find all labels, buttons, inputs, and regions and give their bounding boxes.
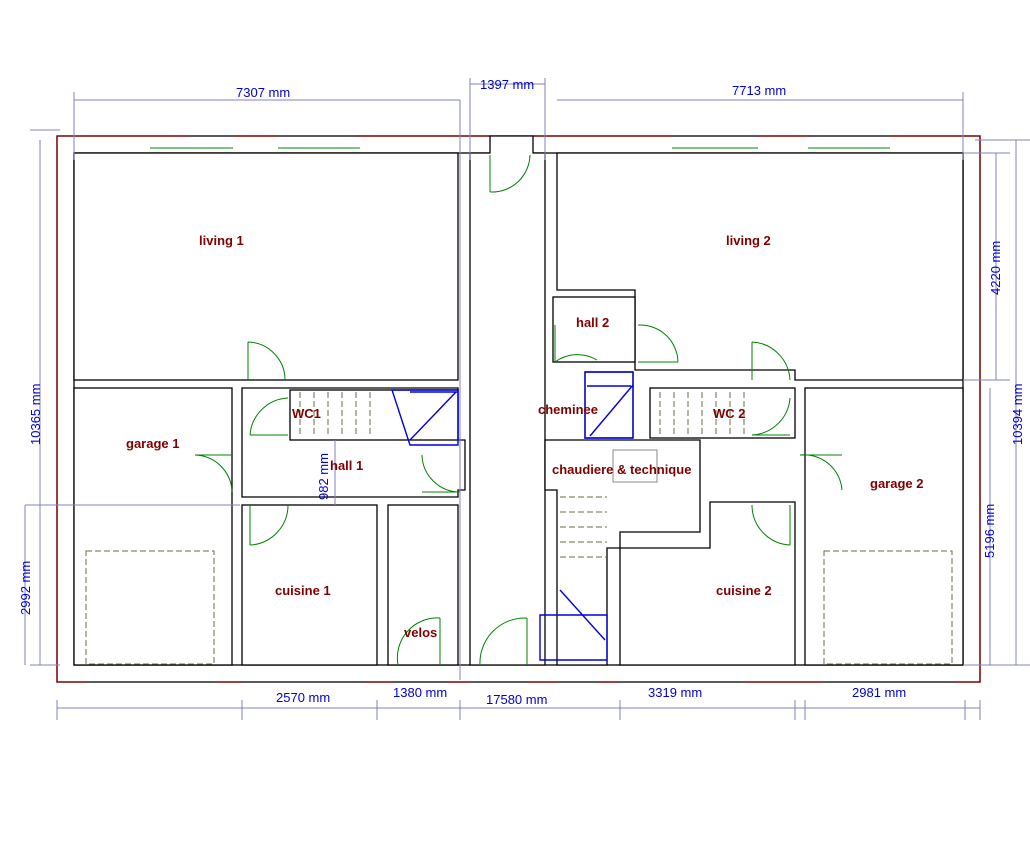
central-corridor [469, 135, 546, 666]
dim-top-right: 7713 mm [732, 83, 786, 98]
cuisine-1-room [241, 504, 378, 666]
label-living-2: living 2 [726, 233, 771, 248]
label-cuisine-2: cuisine 2 [716, 583, 772, 598]
label-wc-2: WC 2 [713, 406, 746, 421]
rooms [73, 135, 964, 666]
dim-right-lower: 5196 mm [982, 504, 997, 558]
garage-2-room [804, 387, 964, 666]
label-living-1: living 1 [199, 233, 244, 248]
label-hall-1: hall 1 [330, 458, 363, 473]
dim-bottom-velos: 1380 mm [393, 685, 447, 700]
cuisine-2-room [619, 501, 796, 666]
dim-right-total: 10394 mm [1010, 384, 1025, 445]
windows [88, 147, 952, 665]
label-cuisine-1: cuisine 1 [275, 583, 331, 598]
label-wc1: WC1 [292, 406, 321, 421]
car-space-2 [823, 550, 953, 665]
label-hall-2: hall 2 [576, 315, 609, 330]
dim-top-left: 7307 mm [236, 85, 290, 100]
dim-bottom-total: 17580 mm [486, 692, 547, 707]
living-1-room [73, 152, 459, 381]
dim-bottom-garage-2: 2981 mm [852, 685, 906, 700]
stair-1 [289, 389, 459, 441]
living-2-room [556, 152, 964, 381]
dim-bottom-cuisine-1: 2570 mm [276, 690, 330, 705]
dim-left-lower: 2992 mm [18, 561, 33, 615]
dim-top-mid: 1397 mm [480, 77, 534, 92]
dim-right-upper: 4220 mm [988, 241, 1003, 295]
dim-hall-1: 982 mm [316, 453, 331, 500]
label-garage-2: garage 2 [870, 476, 923, 491]
dim-bottom-cuisine-2: 3319 mm [648, 685, 702, 700]
hall-2-room [552, 296, 636, 363]
label-cheminee: cheminee [538, 402, 598, 417]
boiler [612, 449, 658, 483]
chaudiere-room [544, 439, 701, 666]
velos-room [387, 504, 459, 666]
stairs [299, 371, 745, 661]
dim-left-total: 10365 mm [28, 384, 43, 445]
garage-1-room [73, 387, 233, 666]
label-garage-1: garage 1 [126, 436, 179, 451]
doors [194, 154, 843, 666]
dimension-lines [24, 78, 1030, 720]
label-chaudiere: chaudiere & technique [552, 462, 691, 477]
label-velos: velos [404, 625, 437, 640]
car-space-1 [85, 550, 215, 665]
